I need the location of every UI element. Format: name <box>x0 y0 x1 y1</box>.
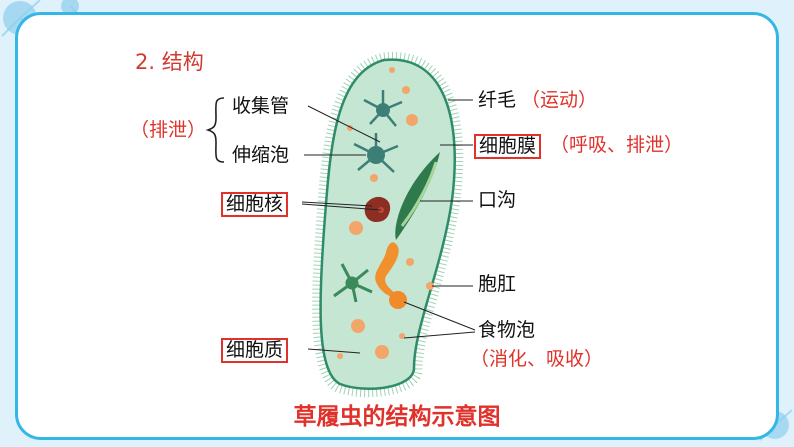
label-contractile-vacuole: 伸缩泡 <box>232 144 290 166</box>
label-membrane-function: （呼吸、排泄） <box>550 134 684 156</box>
contractile-vacuole-bottom <box>333 263 373 303</box>
label-cytoplasm: 细胞质 <box>221 338 289 363</box>
forming-food-vacuole <box>375 242 399 298</box>
label-anal-pore: 胞肛 <box>478 273 517 295</box>
label-food-vacuole: 食物泡 <box>478 319 536 341</box>
cell-membrane <box>319 58 456 390</box>
label-food-vacuole-function: （消化、吸收） <box>470 348 604 370</box>
bracket-brace <box>205 97 225 163</box>
label-membrane: 细胞膜 <box>474 134 542 159</box>
cilia-fringe <box>312 52 464 398</box>
label-cilia-function: （运动） <box>521 89 598 111</box>
label-excretion-function: （排泄） <box>130 119 207 141</box>
label-oral-groove: 口沟 <box>478 189 517 211</box>
food-vacuole <box>389 291 407 309</box>
label-collecting-tube: 收集管 <box>232 95 290 117</box>
label-nucleus: 细胞核 <box>221 192 289 217</box>
diagram-caption: 草履虫的结构示意图 <box>293 404 501 430</box>
section-heading: 2. 结构 <box>135 50 204 74</box>
label-cilia: 纤毛 <box>478 89 517 111</box>
